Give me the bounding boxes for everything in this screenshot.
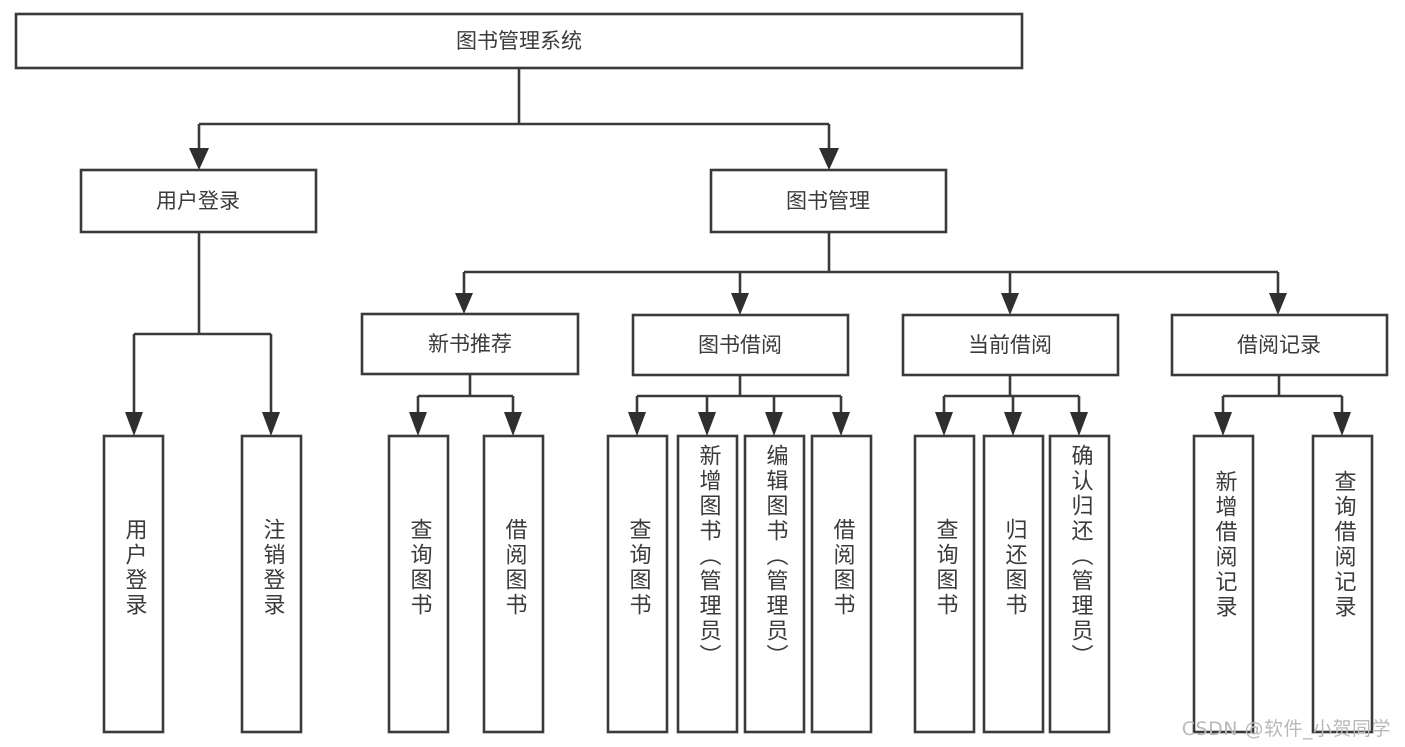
node-book-manage-label: 图书管理 <box>786 189 870 213</box>
leaf-box-group[interactable] <box>102 434 1374 734</box>
arrow-to-leaf-borrow-book-2 <box>832 412 850 436</box>
leaf-confirm-return-box[interactable] <box>1048 434 1111 734</box>
node-group-root[interactable]: 图书管理系统 <box>14 12 1024 70</box>
leaf-borrow-book-2-box[interactable] <box>810 434 873 734</box>
leaf-add-book-box[interactable] <box>676 434 739 734</box>
node-root-box[interactable] <box>14 12 1024 70</box>
arrow-to-current-borrow <box>1001 293 1019 315</box>
arrow-to-book-borrow <box>731 293 749 315</box>
node-user-login-box[interactable] <box>79 168 318 234</box>
arrow-to-leaf-borrow-book-1 <box>504 412 522 436</box>
node-user-login-label: 用户登录 <box>156 189 240 213</box>
leaf-query-book-1-box[interactable] <box>387 434 450 734</box>
node-group-new-book-recommend[interactable]: 新书推荐 <box>360 312 580 376</box>
node-borrow-record-box[interactable] <box>1170 313 1389 377</box>
arrow-to-leaf-edit-book <box>765 412 783 436</box>
arrow-to-user-login <box>189 148 209 170</box>
node-current-borrow-label: 当前借阅 <box>968 333 1052 357</box>
node-group-book-manage[interactable]: 图书管理 <box>709 168 948 234</box>
node-book-manage-box[interactable] <box>709 168 948 234</box>
arrow-to-leaf-query-book-1 <box>409 412 427 436</box>
node-current-borrow-box[interactable] <box>901 313 1120 377</box>
leaf-query-record-box[interactable] <box>1311 434 1374 734</box>
leaf-edit-book-box[interactable] <box>743 434 806 734</box>
arrow-to-leaf-confirm-return <box>1070 412 1088 436</box>
node-root-label: 图书管理系统 <box>456 29 582 53</box>
arrow-to-leaf-query-book-2 <box>628 412 646 436</box>
leaf-query-book-2-box[interactable] <box>606 434 669 734</box>
node-group-current-borrow[interactable]: 当前借阅 <box>901 313 1120 377</box>
node-book-borrow-box[interactable] <box>631 313 850 377</box>
node-group-user-login[interactable]: 用户登录 <box>79 168 318 234</box>
arrow-to-leaf-user-login <box>125 412 143 436</box>
connector-group <box>132 68 1344 414</box>
leaf-return-book-box[interactable] <box>982 434 1045 734</box>
arrow-to-leaf-return-book <box>1004 412 1022 436</box>
leaf-query-book-3-box[interactable] <box>913 434 976 734</box>
node-group-borrow-record[interactable]: 借阅记录 <box>1170 313 1389 377</box>
arrow-to-borrow-record <box>1269 293 1287 315</box>
leaf-add-record-box[interactable] <box>1192 434 1255 734</box>
arrow-to-leaf-add-record <box>1214 412 1232 436</box>
arrow-to-leaf-add-book <box>698 412 716 436</box>
leaf-user-logout-box[interactable] <box>240 434 303 734</box>
csdn-watermark: CSDN @软件_小贺同学 <box>1181 718 1391 740</box>
node-borrow-record-label: 借阅记录 <box>1237 333 1321 357</box>
arrow-to-leaf-query-book-3 <box>935 412 953 436</box>
arrow-to-new-book-recommend <box>455 293 473 314</box>
node-new-book-recommend-box[interactable] <box>360 312 580 376</box>
node-book-borrow-label: 图书借阅 <box>698 333 782 357</box>
arrowhead-group <box>125 148 1351 436</box>
node-group-book-borrow[interactable]: 图书借阅 <box>631 313 850 377</box>
arrow-to-leaf-user-logout <box>262 412 280 436</box>
arrow-to-book-manage <box>819 148 839 170</box>
node-new-book-recommend-label: 新书推荐 <box>428 332 512 356</box>
arrow-to-leaf-query-record <box>1333 412 1351 436</box>
leaf-borrow-book-1-box[interactable] <box>482 434 545 734</box>
leaf-user-login-box[interactable] <box>102 434 165 734</box>
